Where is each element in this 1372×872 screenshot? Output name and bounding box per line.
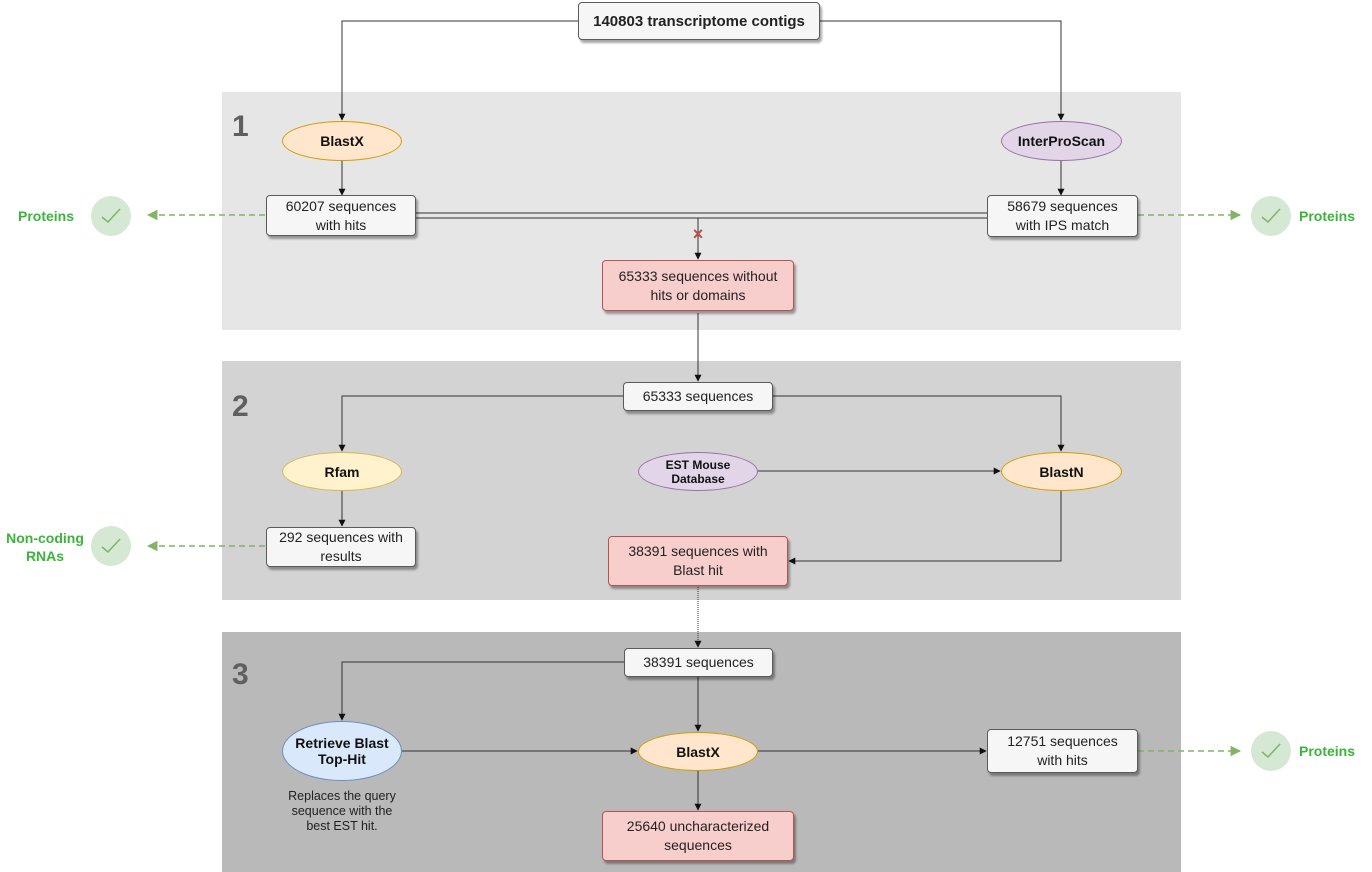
edge-blastn-hit bbox=[788, 491, 1062, 565]
blastx-step3-node: BlastX bbox=[638, 732, 758, 771]
step-2-number: 2 bbox=[232, 390, 249, 423]
rfam-result-node: 292 sequences with results bbox=[266, 527, 416, 567]
edge-contigs-ips bbox=[820, 20, 1065, 121]
check-icon bbox=[91, 196, 131, 236]
check-icon bbox=[91, 526, 131, 566]
edge-seq-blastn bbox=[773, 395, 1065, 452]
edge-seq3-retrieve bbox=[338, 661, 624, 721]
output-ncrna: Non-coding RNAs bbox=[6, 530, 84, 564]
edge-contigs-blastx bbox=[338, 20, 578, 121]
output-proteins-left: Proteins bbox=[17, 208, 74, 224]
blastn-node: BlastN bbox=[1001, 452, 1122, 491]
interproscan-node: InterProScan bbox=[1001, 121, 1122, 161]
output-proteins-right: Proteins bbox=[1298, 208, 1355, 224]
blastx-result-node: 60207 sequences with hits bbox=[266, 195, 416, 236]
est-database-node: EST Mouse Database bbox=[638, 452, 758, 491]
rfam-node: Rfam bbox=[282, 452, 402, 491]
step-1-number: 1 bbox=[232, 110, 249, 143]
no-hits-node: 65333 sequences without hits or domains bbox=[602, 260, 794, 311]
blastx-node: BlastX bbox=[282, 121, 402, 161]
step2-sequences-node: 65333 sequences bbox=[623, 382, 773, 411]
blast-hit-node: 38391 sequences with Blast hit bbox=[608, 536, 788, 586]
uncharacterized-node: 25640 uncharacterized sequences bbox=[602, 811, 794, 861]
retrieve-tophit-node: Retrieve Blast Top-Hit bbox=[282, 721, 402, 781]
contigs-node: 140803 transcriptome contigs bbox=[578, 2, 820, 40]
cross-icon: × bbox=[692, 224, 704, 244]
check-icon bbox=[1251, 196, 1291, 236]
step3-sequences-node: 38391 sequences bbox=[624, 648, 773, 677]
output-proteins-bottom: Proteins bbox=[1298, 743, 1355, 759]
retrieve-note: Replaces the query sequence with the bes… bbox=[288, 789, 396, 833]
edge-seq-rfam bbox=[338, 395, 623, 452]
step-3-number: 3 bbox=[232, 658, 249, 691]
ips-result-node: 58679 sequences with IPS match bbox=[987, 195, 1138, 237]
check-icon bbox=[1251, 731, 1291, 771]
step3-hits-node: 12751 sequences with hits bbox=[987, 729, 1138, 773]
